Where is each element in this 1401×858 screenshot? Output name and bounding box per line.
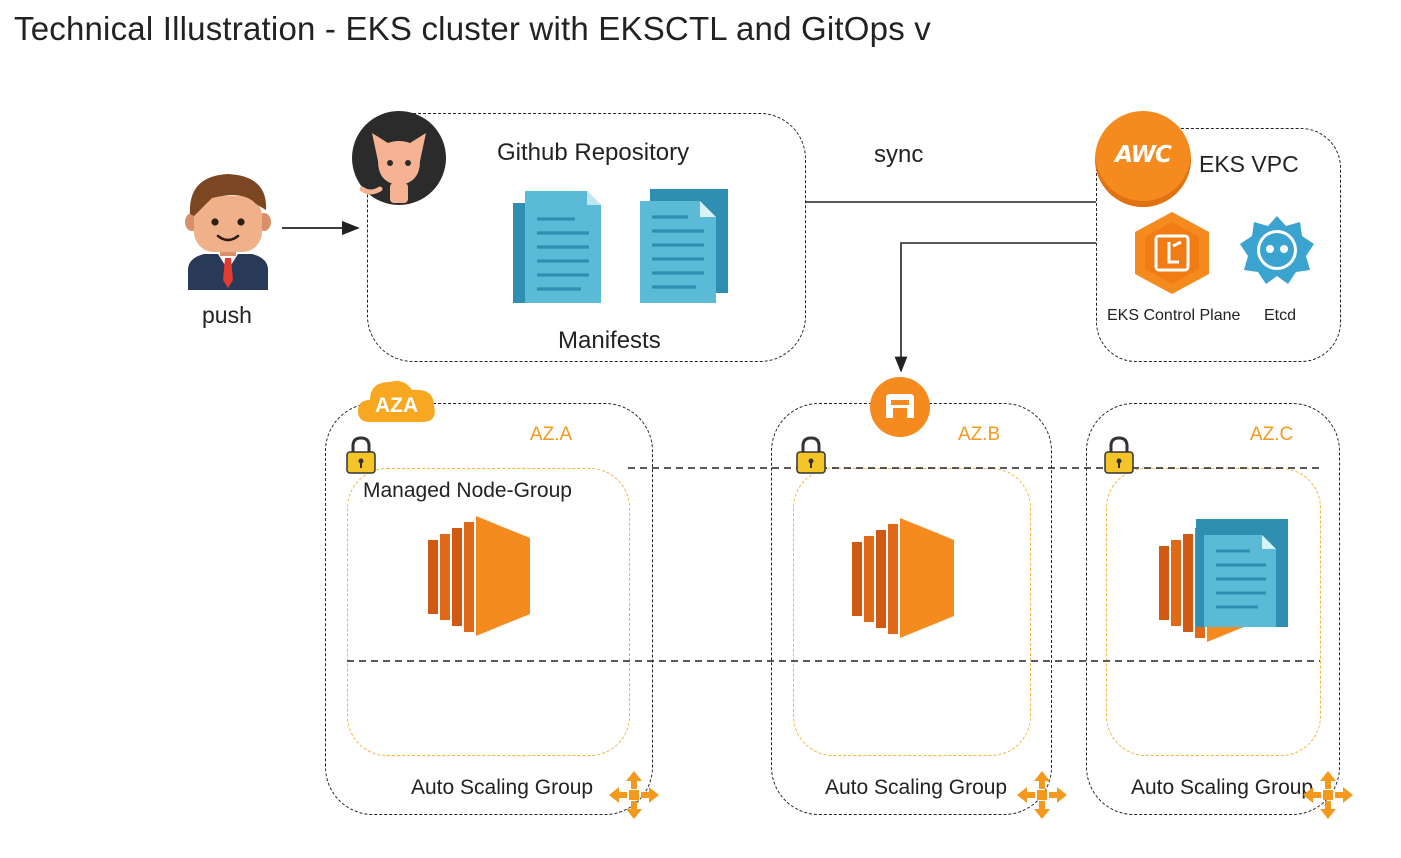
sync-label: sync [874, 141, 924, 168]
person-icon [185, 174, 271, 290]
aza-badge-text: AZA [375, 394, 419, 417]
etcd-icon [1240, 216, 1314, 284]
page-title: Technical Illustration - EKS cluster wit… [14, 10, 931, 47]
az-a-box [325, 403, 653, 815]
managed-node-group-a [347, 468, 630, 756]
github-icon [352, 111, 446, 205]
eks-control-plane-label: EKS Control Plane [1107, 307, 1241, 324]
manifests-label: Manifests [558, 327, 661, 354]
document-icon [640, 189, 728, 303]
lock-icon [796, 436, 826, 474]
eks-vpc-title: EKS VPC [1199, 151, 1299, 177]
load-balancer-icon [870, 377, 930, 437]
az-c-box [1086, 403, 1340, 815]
aws-logo-text: AWC [1115, 142, 1172, 168]
az-a-label: AZ.A [530, 424, 573, 445]
auto-scaling-icon [1017, 771, 1067, 819]
document-icon [1196, 519, 1288, 627]
eks-vpc-box [1096, 128, 1341, 362]
aws-logo-icon: AWC [1095, 111, 1191, 207]
cloud-icon [358, 381, 435, 422]
managed-node-group-label: Managed Node-Group [363, 479, 572, 502]
ec2-instance-icon [852, 518, 954, 638]
node-group-b [793, 468, 1031, 756]
node-group-c [1106, 468, 1321, 756]
github-repository-box [367, 113, 806, 362]
document-icon [513, 191, 601, 303]
asg-label-a: Auto Scaling Group [411, 776, 594, 799]
eks-control-plane-icon [1135, 212, 1209, 294]
asg-label-c: Auto Scaling Group [1131, 776, 1314, 799]
github-repository-title: Github Repository [497, 139, 690, 166]
lock-icon [1104, 436, 1134, 474]
auto-scaling-icon [1303, 771, 1353, 819]
push-label: push [202, 302, 252, 328]
asg-label-b: Auto Scaling Group [825, 776, 1008, 799]
lock-icon [346, 436, 376, 474]
auto-scaling-icon [609, 771, 659, 819]
az-b-label: AZ.B [958, 424, 1001, 445]
vpc-to-lb-arrow [894, 242, 1096, 373]
etcd-label: Etcd [1264, 307, 1297, 324]
ec2-instance-icon [428, 516, 530, 636]
az-c-label: AZ.C [1250, 424, 1294, 445]
